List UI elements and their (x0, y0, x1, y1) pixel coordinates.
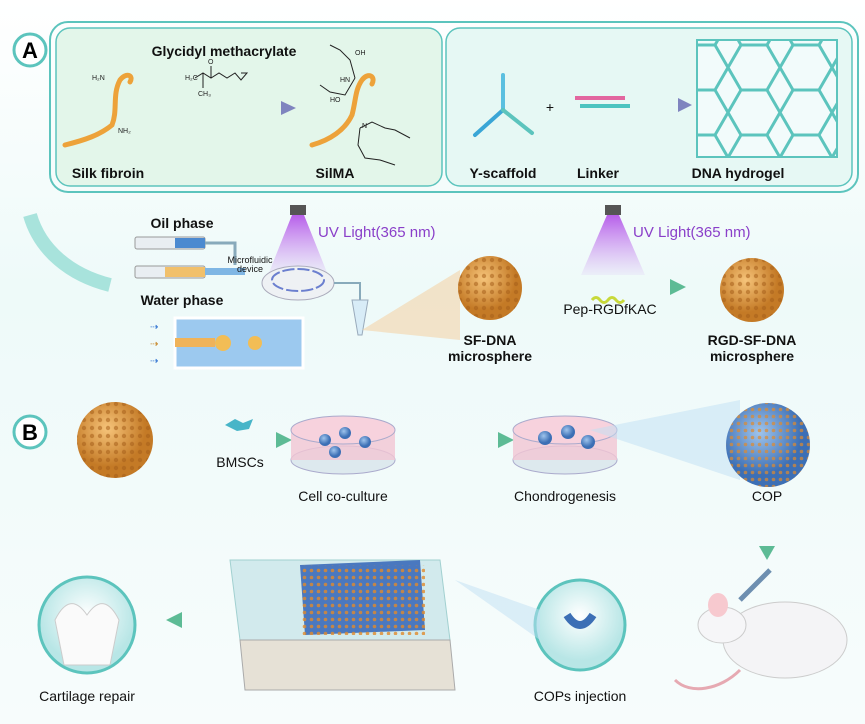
curved-flow-arrow (23, 212, 112, 292)
rgd-sf-dna-label: microsphere (710, 348, 794, 364)
silma-chain (309, 73, 376, 148)
svg-text:B: B (22, 420, 38, 445)
linker-icon (575, 96, 630, 108)
uv-beam (268, 215, 328, 275)
water-syringe (134, 265, 245, 279)
zoom-cone (362, 270, 460, 340)
plus-sign: + (546, 99, 554, 115)
svg-text:⇢: ⇢ (150, 339, 158, 350)
uv-lamp-icon (605, 205, 621, 215)
arrow-head (670, 279, 686, 295)
oil-syringe (134, 236, 237, 265)
chem-label: HO (330, 97, 341, 104)
bmscs-label: BMSCs (216, 454, 263, 470)
droplet (248, 336, 262, 350)
dna-hydrogel-label: DNA hydrogel (692, 165, 785, 181)
arrow-head (281, 101, 296, 115)
sf-dna-label: microsphere (448, 348, 532, 364)
coculture-dish (290, 415, 396, 475)
femur-condyle-icon (54, 603, 120, 666)
amine-label: NH₂ (118, 128, 131, 135)
amine-label: H₂N (92, 75, 105, 82)
microsphere-pores (720, 258, 784, 322)
mouse-illustration (673, 568, 848, 691)
rgd-sf-dna-label: RGD-SF-DNA (708, 332, 797, 348)
zoom-cone (455, 580, 540, 640)
svg-text:⇢: ⇢ (150, 356, 158, 367)
cops-injection-label: COPs injection (534, 688, 627, 704)
panel-a-frame (49, 21, 859, 193)
cell-coculture-label: Cell co-culture (298, 488, 388, 504)
chem-label: OH (355, 50, 366, 57)
spiral-channel (271, 268, 325, 292)
silma-label: SilMA (316, 165, 355, 181)
badge-b: B (12, 414, 48, 450)
y-scaffold-icon (473, 73, 534, 137)
zoom-cone (590, 400, 740, 480)
chem-label: H₂C (185, 75, 198, 82)
arrow-head (759, 546, 775, 560)
bmsc-cell-icon (225, 419, 253, 431)
water-stream (175, 338, 215, 347)
peptide-label: Pep-RGDfKAC (563, 301, 656, 317)
arrow-head (678, 98, 692, 112)
sf-dna-label: SF-DNA (464, 332, 517, 348)
reagent-label: Glycidyl methacrylate (152, 43, 297, 59)
cop-surface (726, 403, 810, 487)
gma-structure (194, 66, 249, 88)
collection-tube (351, 299, 369, 336)
arrow-head (276, 432, 292, 448)
uv-light-label-1: UV Light(365 nm) (318, 224, 436, 241)
hexagonal-mesh (697, 40, 837, 157)
chondrogenesis-dish (512, 415, 618, 475)
uv-lamp-icon (290, 205, 306, 215)
uv-light-label-2: UV Light(365 nm) (633, 224, 751, 241)
svg-text:A: A (22, 38, 38, 63)
silk-fibroin-label: Silk fibroin (72, 165, 144, 181)
silk-fibroin-chain (62, 72, 134, 148)
droplet (215, 335, 231, 351)
flow-arrows: ⇢ ⇢ ⇢ (150, 322, 158, 367)
linker-label: Linker (577, 165, 620, 181)
badge-a: A (12, 32, 48, 68)
chondrogenesis-label: Chondrogenesis (514, 488, 616, 504)
uv-beam (581, 215, 645, 275)
oil-phase-label: Oil phase (150, 215, 213, 231)
chem-label: N (362, 123, 367, 130)
y-scaffold-label: Y-scaffold (470, 165, 537, 181)
cartilage-repair-label: Cartilage repair (39, 688, 135, 704)
arrow-head (166, 612, 182, 628)
cop-label: COP (752, 488, 782, 504)
arrow-head (498, 432, 514, 448)
chem-label: CH₃ (198, 91, 211, 98)
outlet-tube (334, 282, 361, 300)
cartilage-block (229, 559, 456, 691)
silma-structure (319, 44, 411, 166)
microsphere-pores (77, 402, 153, 478)
water-phase-label: Water phase (141, 292, 224, 308)
peptide-icon (590, 296, 626, 304)
chem-label: HN (340, 77, 350, 84)
svg-text:⇢: ⇢ (150, 322, 158, 333)
chem-label: O (208, 59, 214, 66)
microfluidic-label: device (237, 264, 263, 274)
microfluidic-label: Microfluidic (227, 255, 273, 265)
injected-cops (563, 612, 597, 629)
microsphere-pores (458, 256, 522, 320)
